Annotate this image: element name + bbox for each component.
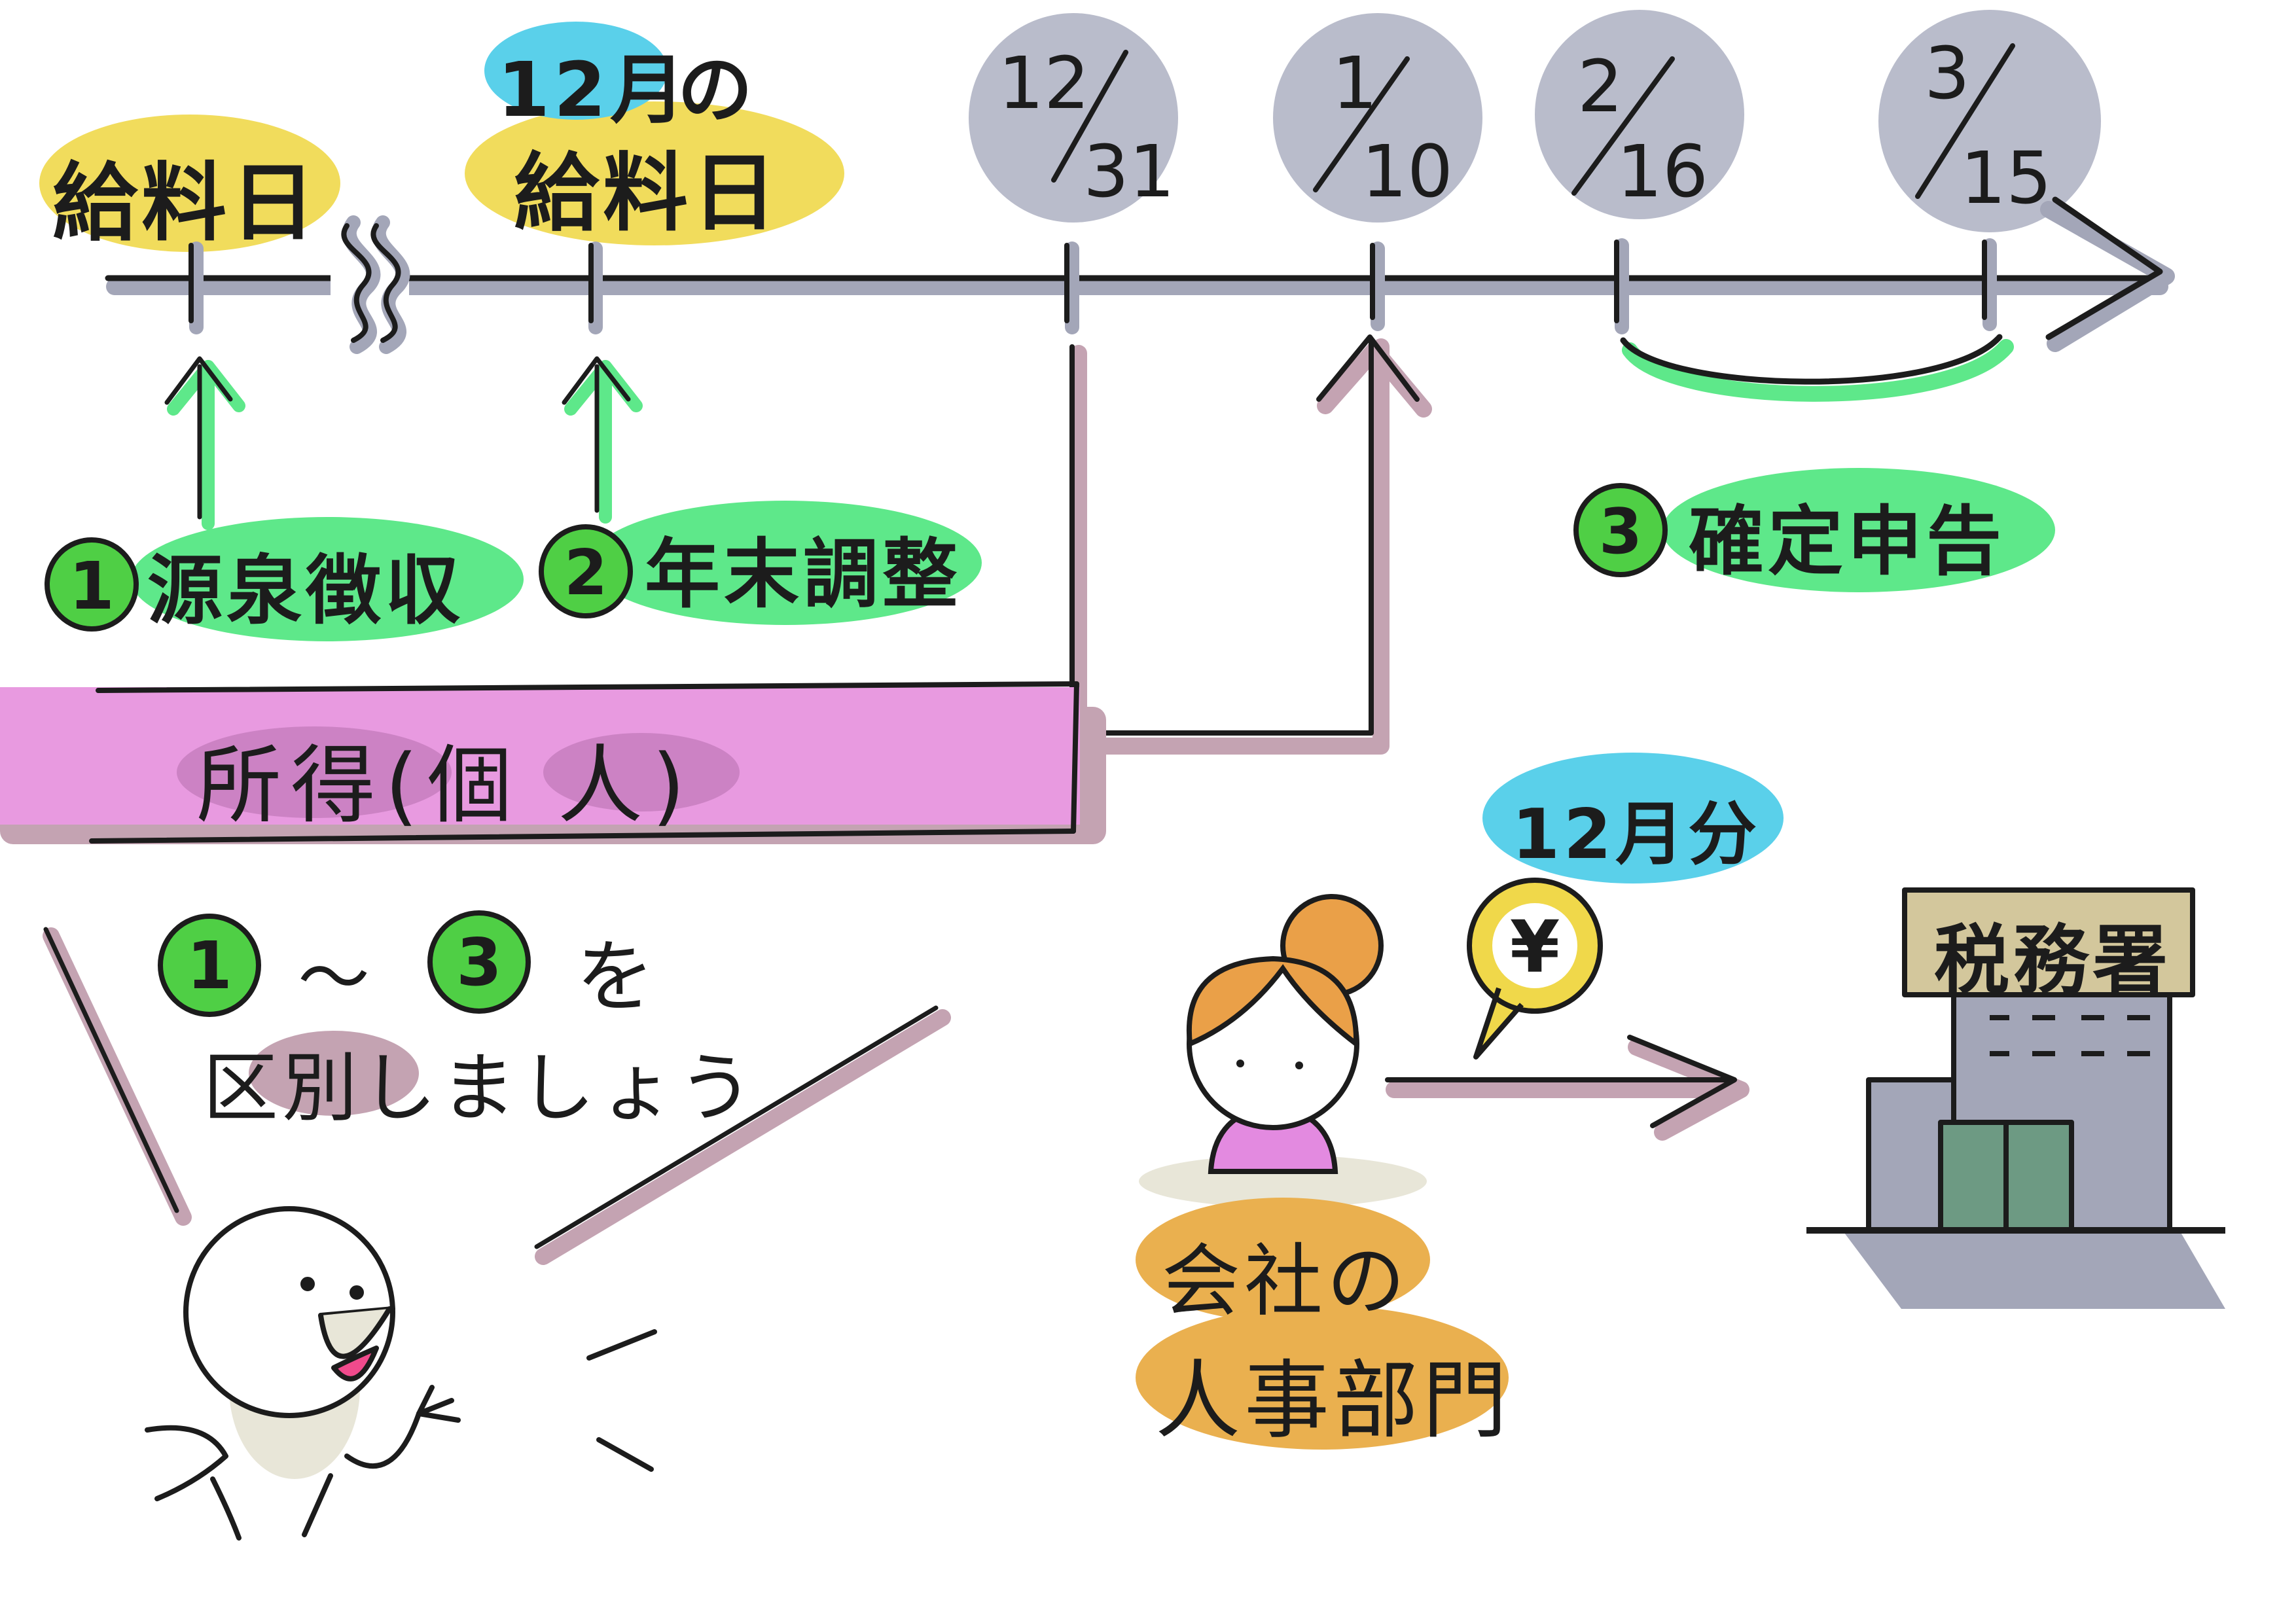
advice-particle: を	[576, 932, 658, 1023]
salary-day-label: 給料日	[52, 153, 320, 253]
date-bottom: 10	[1361, 130, 1453, 213]
timeline-arrowhead	[2045, 196, 2163, 340]
speed-lines	[43, 927, 951, 1472]
date-circles	[969, 10, 2101, 232]
yen-symbol: ¥	[1510, 905, 1560, 989]
step-1-number: 1	[69, 548, 115, 624]
date-top: 12	[998, 41, 1090, 125]
income-label: 所得(個 人)	[196, 736, 694, 835]
step-3-label: 確定申告	[1689, 498, 2006, 586]
green-up-arrows	[164, 356, 643, 530]
date-top: 3	[1924, 31, 1970, 115]
timeline-break-icon	[331, 215, 410, 354]
timeline-ticks	[188, 238, 1997, 334]
advice-line2: 区別しましょう	[203, 1044, 758, 1132]
advice-end-number: 3	[456, 924, 502, 1001]
december-month-label: 12月	[497, 46, 690, 134]
date-bottom: 16	[1617, 130, 1708, 213]
green-highlights	[131, 468, 2055, 641]
date-2-16: 2 16	[1571, 45, 1708, 213]
filing-period-bracket	[1620, 334, 2014, 402]
payment-arrow	[1385, 1035, 1749, 1141]
yellow-highlights	[39, 101, 844, 252]
step-number-circles	[45, 483, 1668, 632]
date-bottom: 31	[1083, 130, 1175, 213]
date-12-31: 12 31	[998, 41, 1175, 213]
yen-bubble-icon	[1467, 878, 1603, 1060]
date-3-15: 3 15	[1915, 31, 2052, 220]
december-salary-day-label: 給料日	[514, 143, 781, 243]
step-2-number: 2	[564, 537, 607, 609]
date-labels: 12 31 1 10 2 16 3 15	[998, 31, 2052, 220]
month-amount-label: 12月分	[1512, 794, 1761, 874]
orange-highlights	[1136, 1198, 1509, 1450]
stick-figure	[145, 1206, 461, 1541]
date-top: 2	[1577, 45, 1623, 128]
tax-office-label: 税務署	[1934, 917, 2172, 1005]
timeline-arrowhead-shadow	[2040, 201, 2175, 352]
month-highlight	[484, 22, 668, 120]
income-connector-arrow	[1069, 334, 1432, 755]
tax-office-building-icon	[1806, 887, 2225, 1309]
income-bar	[0, 681, 1106, 844]
distinguish-highlight	[249, 1031, 419, 1116]
december-no-label: の	[677, 46, 757, 134]
advice-start-number: 1	[187, 927, 232, 1004]
hr-person-icon	[1139, 894, 1427, 1207]
circle-numbers: 1 2 3 1 3 ¥	[69, 496, 1642, 1004]
step-2-label: 年末調整	[645, 531, 962, 618]
month-amount-bubble	[1482, 753, 1784, 883]
hr-dept-line2: 人事部門	[1155, 1351, 1512, 1450]
advice-tilde: 〜	[298, 936, 374, 1020]
advice-number-circles	[158, 910, 531, 1017]
step-3-number: 3	[1599, 496, 1642, 568]
step-1-label: 源泉徴収	[147, 547, 465, 635]
date-1-10: 1 10	[1313, 41, 1453, 213]
hr-dept-line1: 会社の	[1162, 1236, 1409, 1327]
date-bottom: 15	[1960, 136, 2052, 220]
